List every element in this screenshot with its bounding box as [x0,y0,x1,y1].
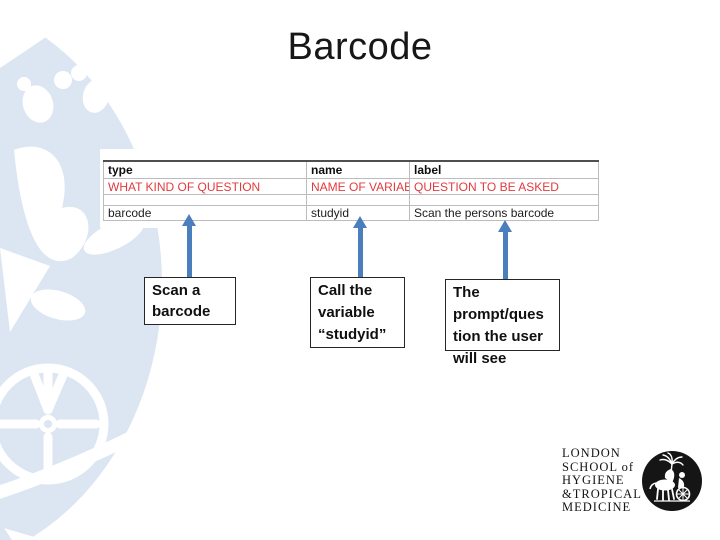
table-header-label: label [409,160,599,179]
table-cell: QUESTION TO BE ASKED [409,178,599,195]
table-cell: WHAT KIND OF QUESTION [103,178,307,195]
table-cell [409,194,599,206]
callout-scan-barcode: Scan a barcode [144,277,236,325]
logo-line: LONDON [562,446,621,460]
spreadsheet-screenshot: type name label WHAT KIND OF QUESTION NA… [100,149,606,228]
arrow-head [182,214,196,226]
arrow-shaft [502,230,508,279]
callout-variable-studyid: Call the variable “studyid” [310,277,405,348]
table-header-row: type name label [103,160,599,179]
table-cell [306,194,410,206]
table-description-row: WHAT KIND OF QUESTION NAME OF VARIABLE Q… [103,178,599,195]
table-data-row: barcode studyid Scan the persons barcode [103,205,599,221]
table-cell: Scan the persons barcode [409,205,599,221]
lshtm-logo-text: LONDON SCHOOL of HYGIENE &TROPICAL MEDIC… [562,446,650,515]
callout-prompt-question: The prompt/ques tion the user will see [445,279,560,367]
xlsform-table: type name label WHAT KIND OF QUESTION NA… [103,160,599,221]
arrow-shaft [357,226,363,277]
table-empty-row [103,194,599,206]
logo-line: SCHOOL of [562,459,635,474]
logo-line: &TROPICAL [562,486,642,501]
table-cell [103,194,307,206]
arrow-head [353,216,367,228]
connector-arrow-up-icon [497,220,513,279]
table-header-type: type [103,160,307,179]
table-cell: barcode [103,205,307,221]
logo-line: MEDICINE [562,500,632,515]
connector-arrow-up-icon [181,214,197,277]
connector-arrow-up-icon [352,216,368,277]
lshtm-emblem-icon [642,451,702,511]
table-header-name: name [306,160,410,179]
arrow-shaft [186,224,192,277]
lshtm-crest-watermark-icon [0,0,180,540]
arrow-head [498,220,512,232]
slide-title: Barcode [287,26,433,68]
table-cell: NAME OF VARIABLE [306,178,410,195]
logo-line: HYGIENE [562,473,625,488]
